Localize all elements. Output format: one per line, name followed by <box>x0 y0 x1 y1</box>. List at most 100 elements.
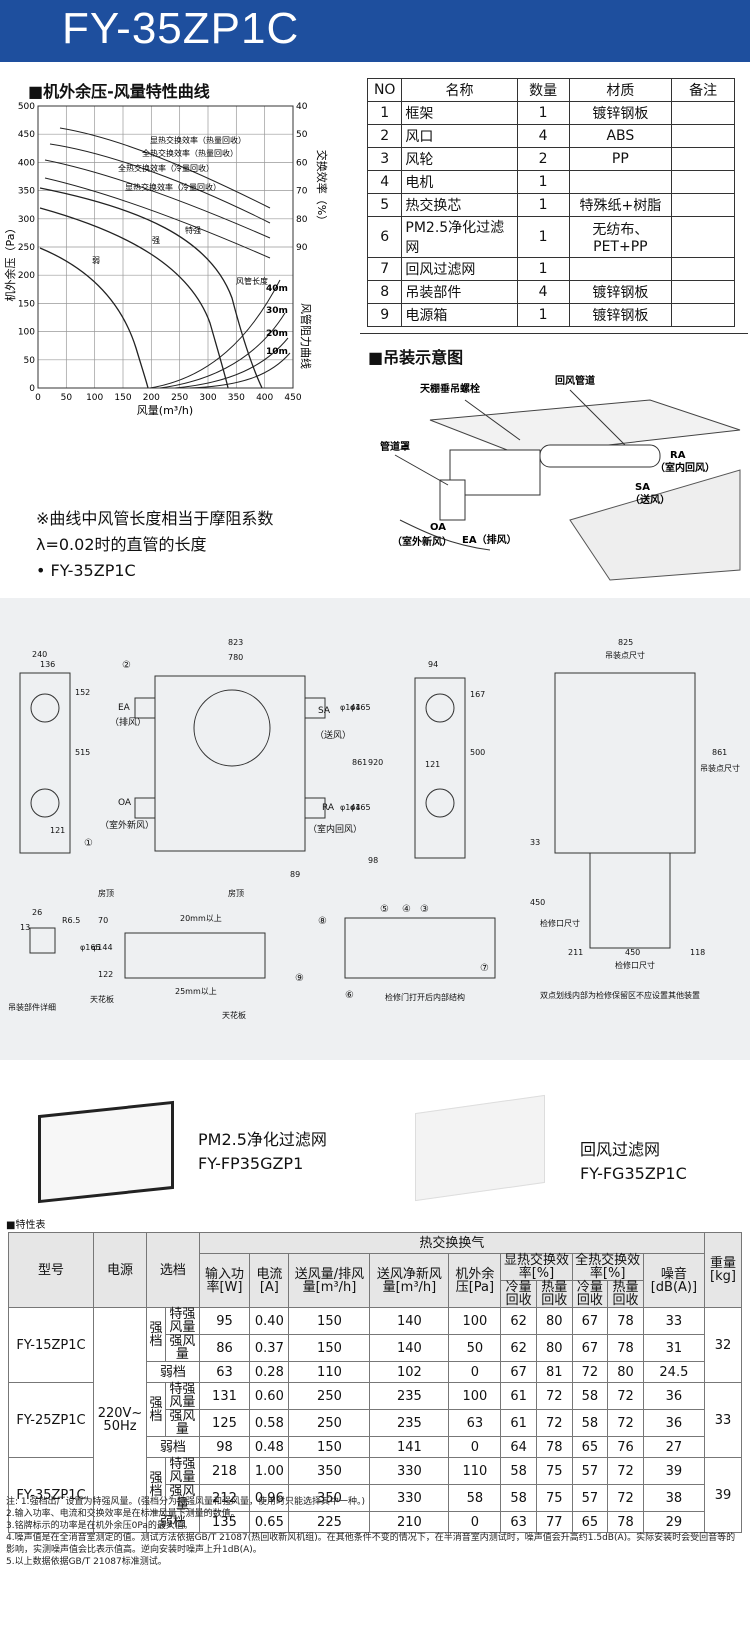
parts-cell <box>671 124 735 148</box>
marker-1: ① <box>84 838 93 849</box>
th-sub-3: 冷量回收 <box>571 1280 609 1308</box>
parts-cell: 镀锌钢板 <box>568 280 673 304</box>
spec-cell: 80 <box>535 1307 573 1335</box>
x-tick-label: 50 <box>61 393 73 403</box>
spec-cell: 330 <box>369 1457 450 1485</box>
dim-phi144-sa: φ144 <box>340 703 361 712</box>
spec-cell: 1.00 <box>249 1457 290 1485</box>
spec-cell: 72 <box>535 1382 573 1410</box>
spec-cell: 29 <box>642 1511 706 1533</box>
dim-121b: 121 <box>425 760 441 769</box>
dim-167: 167 <box>470 690 486 699</box>
fan-curve-weak <box>39 247 149 389</box>
spec-cell: 350 <box>288 1457 371 1485</box>
label-ra-desc: （室内回风） <box>655 461 715 474</box>
lbl-sa: SA <box>318 706 331 716</box>
y-tick-label: 200 <box>18 271 35 281</box>
spec-cell: 58 <box>500 1457 537 1485</box>
parts-cell: 1 <box>366 101 403 125</box>
lbl-oa-desc: （室外新风） <box>100 821 155 831</box>
spec-cell: 0.65 <box>249 1511 290 1533</box>
spec-cell: 36 <box>642 1382 706 1410</box>
dim-phi144: φ144 <box>92 943 113 952</box>
lbl-oa: OA <box>118 798 132 808</box>
spec-cell: 58 <box>500 1484 537 1512</box>
duct-title: 风管长度 <box>236 276 268 286</box>
y-tick-label: 0 <box>29 384 35 394</box>
pm-filter-name: PM2.5净化过滤网 <box>198 1130 327 1149</box>
spec-cell: 0.40 <box>249 1307 290 1335</box>
curve-notes: ※曲线中风管长度相当于摩阻系数 λ=0.02时的直管的长度 • FY-35ZP1… <box>36 506 273 584</box>
y2-tick-label: 40 <box>296 102 308 112</box>
dim-phi165-ra: φ165 <box>350 803 371 812</box>
parts-cell: PP <box>568 147 673 171</box>
th-sub-1: 冷量回收 <box>500 1280 537 1308</box>
spec-cell: 0.96 <box>249 1484 290 1512</box>
curve-label-1: 显热交换效率（热量回收） <box>150 135 246 145</box>
spec-model: FY-25ZP1C <box>8 1382 94 1458</box>
return-filter-model: FY-FG35ZP1C <box>580 1164 687 1183</box>
parts-cell: 1 <box>516 101 570 125</box>
parts-cell: 4 <box>516 280 570 304</box>
dim-450: 450 <box>530 898 546 907</box>
parts-cell <box>568 170 673 194</box>
curve-label-weak: 弱 <box>92 256 100 265</box>
curve-label-strong-plus: 特强 <box>185 225 201 235</box>
parts-cell <box>671 193 735 217</box>
spec-cell: 强风量 <box>165 1484 200 1512</box>
duct-label-20m: 20m <box>266 329 288 339</box>
parts-header-cell: 材质 <box>568 78 673 102</box>
dim-access-label-2: 检修口尺寸 <box>615 961 655 970</box>
label-ra: RA <box>670 450 686 461</box>
spec-cell: 57 <box>571 1484 609 1512</box>
marker-8: ⑧ <box>318 916 327 927</box>
spec-cell: 27 <box>642 1436 706 1458</box>
spec-cell: 强风量 <box>165 1334 200 1362</box>
parts-cell: 6 <box>366 216 403 258</box>
parts-cell: 电源箱 <box>401 303 518 327</box>
dim-211: 211 <box>568 948 584 957</box>
lbl-25mm: 25mm以上 <box>175 987 217 996</box>
spec-cell: 72 <box>535 1409 573 1437</box>
y-tick-label: 100 <box>18 328 35 338</box>
x-tick-label: 300 <box>199 393 216 403</box>
marker-5: ⑤ <box>380 904 389 915</box>
th-sensible: 显热交换效率[%] <box>500 1253 573 1281</box>
spec-cell: 弱档 <box>146 1436 200 1458</box>
y-tick-label: 50 <box>24 356 36 366</box>
lbl-reserve-area: 双点划线内部为检修保留区不应设置其他装置 <box>540 991 700 1000</box>
spec-cell: 0 <box>448 1436 502 1458</box>
spec-cell: 350 <box>288 1484 371 1512</box>
spec-cell: 72 <box>571 1361 609 1383</box>
dim-phi165: φ165 <box>80 943 101 952</box>
curve-label-strong: 强 <box>152 236 160 245</box>
spec-cell: 67 <box>571 1307 609 1335</box>
spec-cell: 80 <box>535 1334 573 1362</box>
spec-cell: 0.28 <box>249 1361 290 1383</box>
parts-cell: 电机 <box>401 170 518 194</box>
technical-drawing <box>19 672 696 979</box>
ylabel-right-top: 交换效率（%） <box>315 150 329 226</box>
lbl-20mm: 20mm以上 <box>180 914 222 923</box>
spec-cell: 24.5 <box>642 1361 706 1383</box>
curve-label-2: 全热交换效率（热量回收） <box>142 148 238 158</box>
dim-823: 823 <box>228 638 244 647</box>
dim-122: 122 <box>98 970 114 979</box>
parts-cell: 1 <box>516 193 570 217</box>
spec-cell: 78 <box>535 1436 573 1458</box>
spec-cell: 150 <box>288 1436 371 1458</box>
dim-450b: 450 <box>625 948 641 957</box>
x-tick-label: 100 <box>86 393 103 403</box>
y-tick-label: 400 <box>18 158 35 168</box>
parts-cell: 1 <box>516 216 570 258</box>
x-tick-label: 250 <box>171 393 188 403</box>
parts-cell: 吊装部件 <box>401 280 518 304</box>
lbl-ceiling-1: 天花板 <box>90 995 114 1004</box>
ylabel-left: 机外余压（Pa） <box>3 223 17 302</box>
dim-240: 240 <box>32 650 48 659</box>
parts-cell: ABS <box>568 124 673 148</box>
parts-cell: 1 <box>516 303 570 327</box>
parts-cell: 7 <box>366 257 403 281</box>
